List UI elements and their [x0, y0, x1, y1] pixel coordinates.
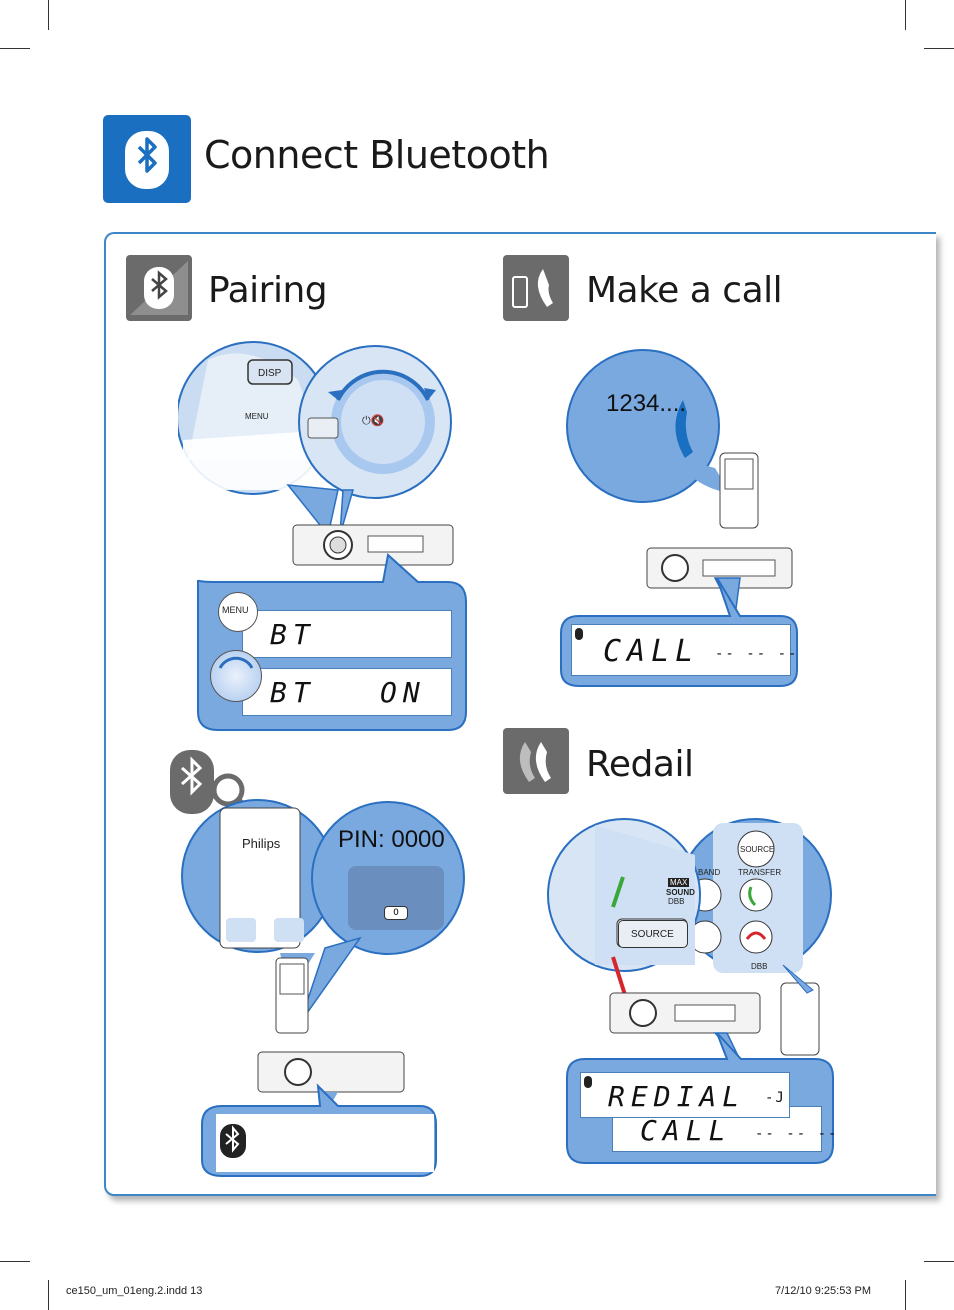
pairing-icon: [126, 255, 192, 321]
call-lcd-text: CALL: [603, 634, 700, 669]
crop-mark: [924, 48, 954, 49]
pairing-lcd-text1: BT: [270, 618, 316, 651]
bluetooth-icon: [103, 115, 191, 203]
menu-button[interactable]: [218, 592, 258, 632]
pairing-title: Pairing: [208, 270, 328, 311]
menu-button-label: MENU: [222, 605, 249, 615]
source-button[interactable]: [618, 920, 688, 948]
page-title: Connect Bluetooth: [204, 133, 550, 177]
crop-mark: [0, 1261, 30, 1262]
maxsound-top: MAX: [668, 878, 690, 887]
crop-mark: [48, 0, 49, 30]
call-lcd-dashes: -- -- --: [715, 646, 799, 662]
redial-lcd-line1-mark: -J: [765, 1090, 786, 1106]
call-lcd-bluetooth-icon: [575, 628, 583, 640]
bluetooth-search-icon: [168, 748, 254, 818]
menu-label: MENU: [245, 412, 269, 421]
disp-label: DISP: [258, 368, 282, 379]
redial-lcd-line1: [580, 1072, 790, 1118]
pin-code: PIN: 0000: [338, 826, 445, 853]
mute-icon: ⏻🔇: [362, 414, 385, 427]
footer-file-info: ce150_um_01eng.2.indd 13: [66, 1285, 203, 1297]
pairing-lcd-text2-on: ON: [380, 676, 426, 709]
pairing-lcd-line1: [242, 610, 452, 658]
phone-device-name: Philips: [242, 836, 281, 851]
redial-lcd-line1-text: REDIAL: [608, 1080, 746, 1113]
source-label: SOURCE: [740, 845, 775, 854]
redial-lcd-line2-dashes: -- -- --: [755, 1126, 839, 1142]
redial-icon: [503, 728, 569, 794]
crop-mark: [0, 48, 30, 49]
keypad-zero-key: 0: [384, 906, 408, 920]
crop-mark: [924, 1261, 954, 1262]
crop-mark: [48, 1280, 49, 1310]
make-call-title: Make a call: [586, 270, 783, 311]
pairing-lcd-line2: [242, 668, 452, 716]
call-lcd: [571, 624, 791, 676]
redial-lcd-line2-text: CALL: [640, 1114, 732, 1147]
source-button-label: SOURCE: [631, 929, 674, 940]
footer-timestamp: 7/12/10 9:25:53 PM: [775, 1285, 872, 1297]
crop-mark: [905, 1280, 906, 1310]
phone-pairing-illustration: [181, 799, 465, 1034]
maxsound-bot: DBB: [668, 897, 685, 906]
redial-lcd-bluetooth-icon: [584, 1076, 592, 1088]
maxsound-mid: SOUND: [666, 888, 695, 897]
redial-title: Redail: [586, 744, 694, 785]
transfer-label: TRANSFER: [738, 868, 782, 877]
crop-mark: [905, 0, 906, 30]
band-label: BAND: [698, 868, 721, 877]
pairing-radio-bottom: [201, 1051, 437, 1177]
dbb-label: DBB: [751, 962, 768, 971]
pairing-lcd-text2: BT: [270, 676, 316, 709]
dialed-number: 1234....: [606, 390, 687, 417]
phone-call-icon: [503, 255, 569, 321]
rotate-icon: [218, 656, 254, 669]
